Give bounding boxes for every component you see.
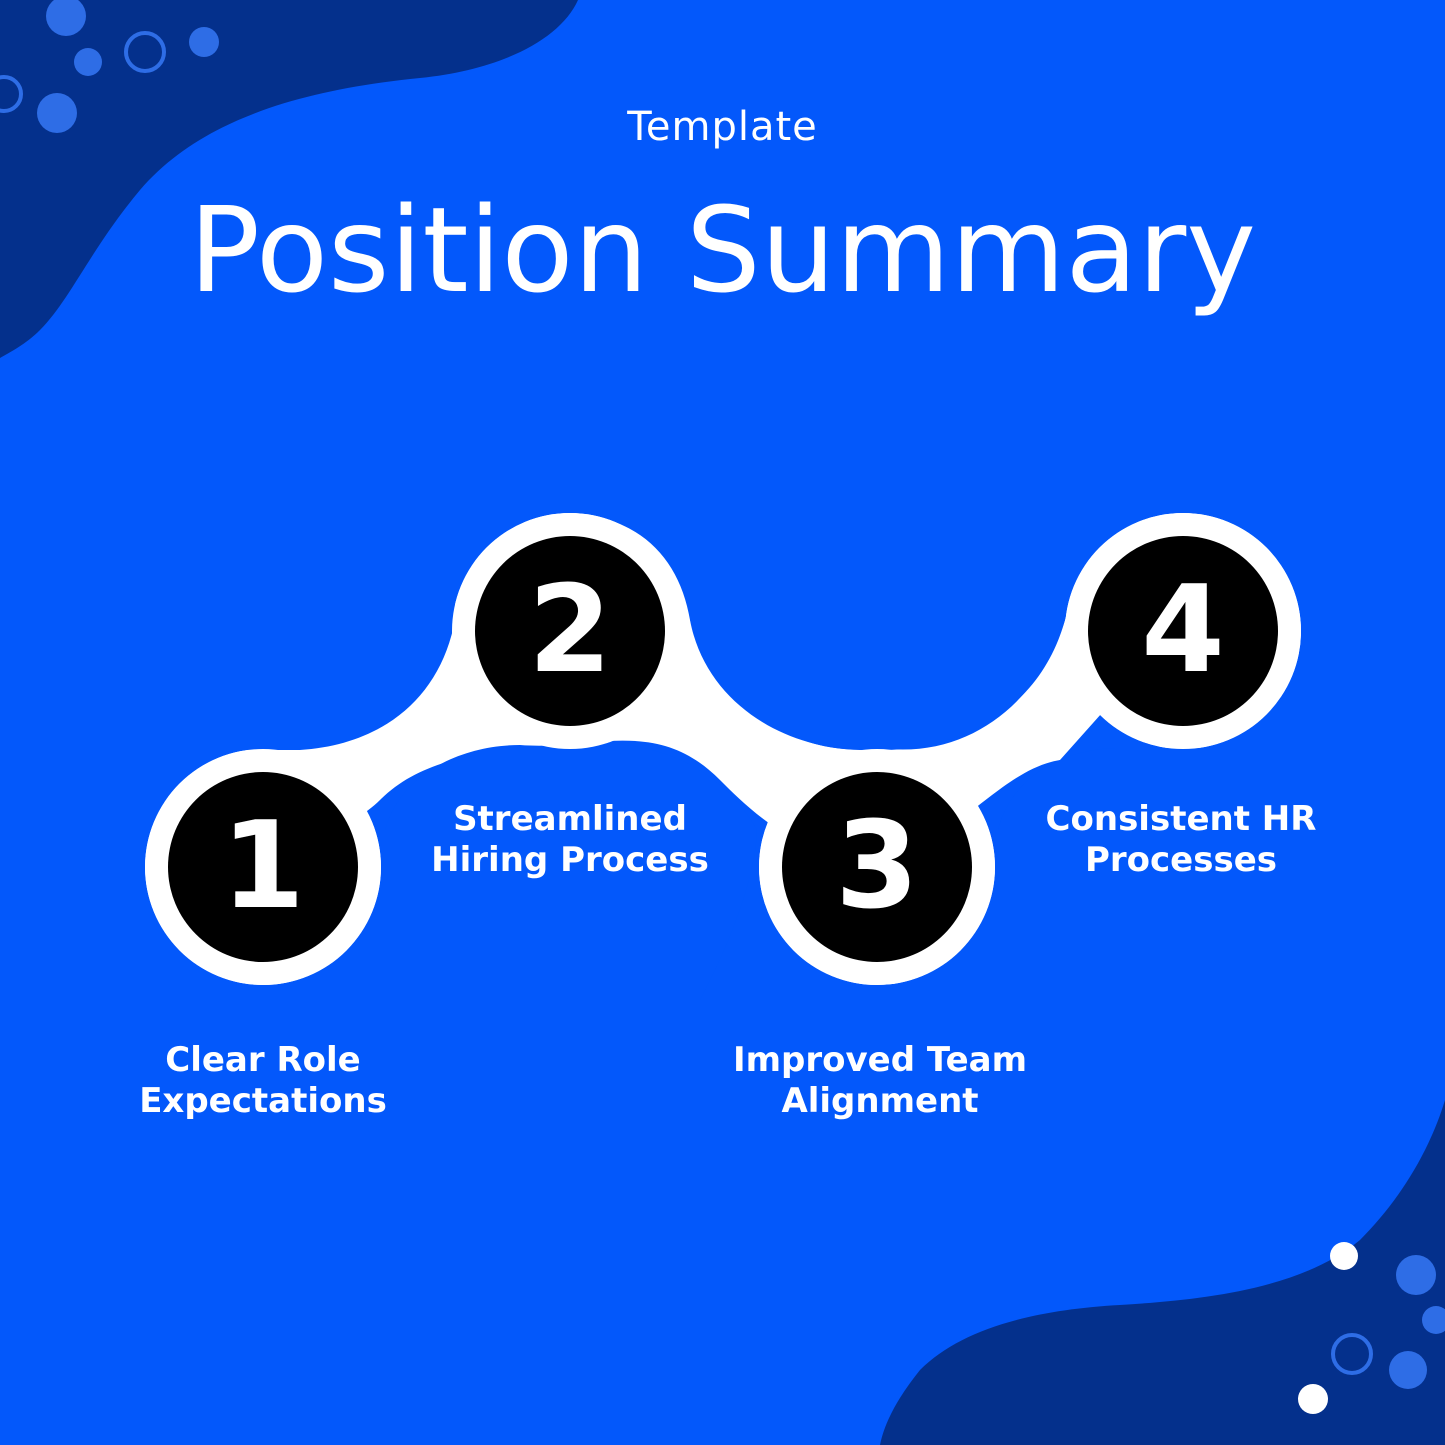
step-number-4: 4: [1141, 561, 1225, 700]
step-label-3: Improved Team Alignment: [710, 1040, 1050, 1122]
top-left-blob: [0, 0, 578, 358]
step-label-1-line1: Clear Role: [165, 1040, 361, 1080]
band-gap-top-left: [140, 500, 455, 750]
bottom-right-blob: [880, 1100, 1445, 1445]
dot: [1422, 1306, 1445, 1334]
step-circle-2: [475, 536, 665, 726]
step-label-1-line2: Expectations: [139, 1081, 387, 1121]
ring: [124, 31, 166, 73]
step-label-3-line1: Improved Team: [732, 1040, 1028, 1080]
dot: [1396, 1255, 1436, 1295]
step-label-2-line1: Streamlined: [453, 799, 687, 839]
ring: [0, 75, 23, 113]
dot: [74, 48, 102, 76]
dot: [1298, 1384, 1328, 1414]
step-label-2-line2: Hiring Process: [431, 840, 709, 880]
page-title: Position Summary: [188, 181, 1257, 319]
dot: [1330, 1242, 1358, 1270]
band-gap-right: [998, 748, 1300, 1000]
dot: [37, 93, 77, 133]
step-label-1: Clear Role Expectations: [93, 1040, 433, 1122]
step-number-2: 2: [528, 561, 612, 700]
step-label-3-line2: Alignment: [781, 1081, 979, 1121]
step-circle-4: [1088, 536, 1278, 726]
band-gap-mid: [690, 500, 1065, 751]
step-label-2: Streamlined Hiring Process: [400, 799, 740, 881]
step-label-4: Consistent HR Processes: [1011, 799, 1351, 881]
dot: [46, 0, 86, 36]
dot: [189, 27, 219, 57]
ring: [1331, 1333, 1373, 1375]
subtitle: Template: [627, 104, 818, 150]
step-label-4-line2: Processes: [1084, 840, 1278, 880]
step-circle-3: [782, 772, 972, 962]
step-circle-1: [168, 772, 358, 962]
dot: [1389, 1351, 1427, 1389]
step-label-4-line1: Consistent HR: [1045, 799, 1317, 839]
step-number-1: 1: [221, 797, 305, 936]
band-gap-left: [385, 743, 757, 1000]
step-number-3: 3: [835, 797, 919, 936]
